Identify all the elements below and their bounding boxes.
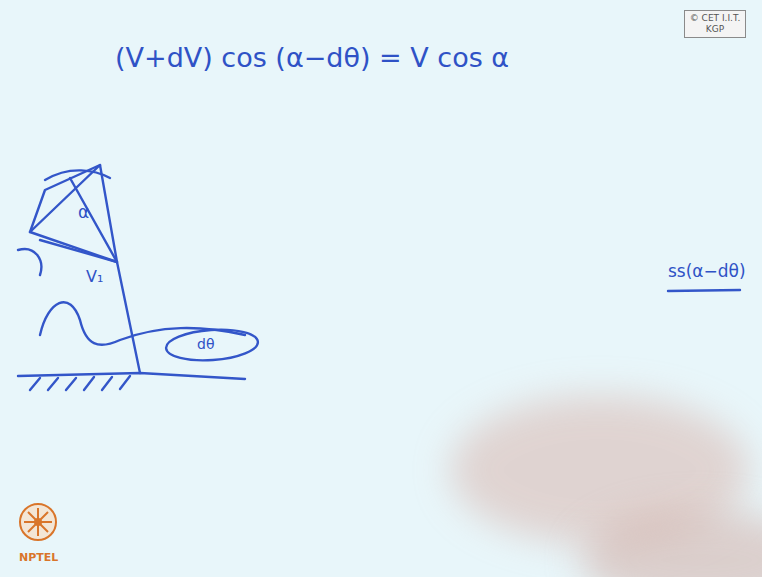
angle-label: α — [78, 203, 89, 223]
stamp-box: © CET I.I.T. KGP — [684, 10, 746, 38]
arc — [18, 249, 41, 275]
stamp-text: © CET I.I.T. KGP — [689, 13, 741, 35]
angle-label: dθ — [197, 336, 214, 352]
side-note: ss(α−dθ) — [668, 262, 746, 282]
logo-spokes — [24, 508, 52, 536]
arc — [45, 170, 110, 180]
nptel-logo — [20, 504, 56, 540]
circled-angle — [165, 327, 259, 363]
logo-hub — [34, 518, 42, 526]
velocity-triangle — [30, 165, 117, 262]
fan-lines — [30, 165, 117, 262]
wall-line — [18, 373, 245, 379]
wall-hatch — [30, 376, 130, 390]
hand-blur — [580, 510, 762, 577]
underline — [668, 290, 740, 291]
logo-ring — [20, 504, 56, 540]
equation: (V+dV) cos (α−dθ) = V cos α — [115, 42, 509, 73]
logo-text: NPTEL — [19, 552, 58, 565]
mach-line — [117, 262, 140, 373]
velocity-label: V₁ — [86, 268, 103, 286]
